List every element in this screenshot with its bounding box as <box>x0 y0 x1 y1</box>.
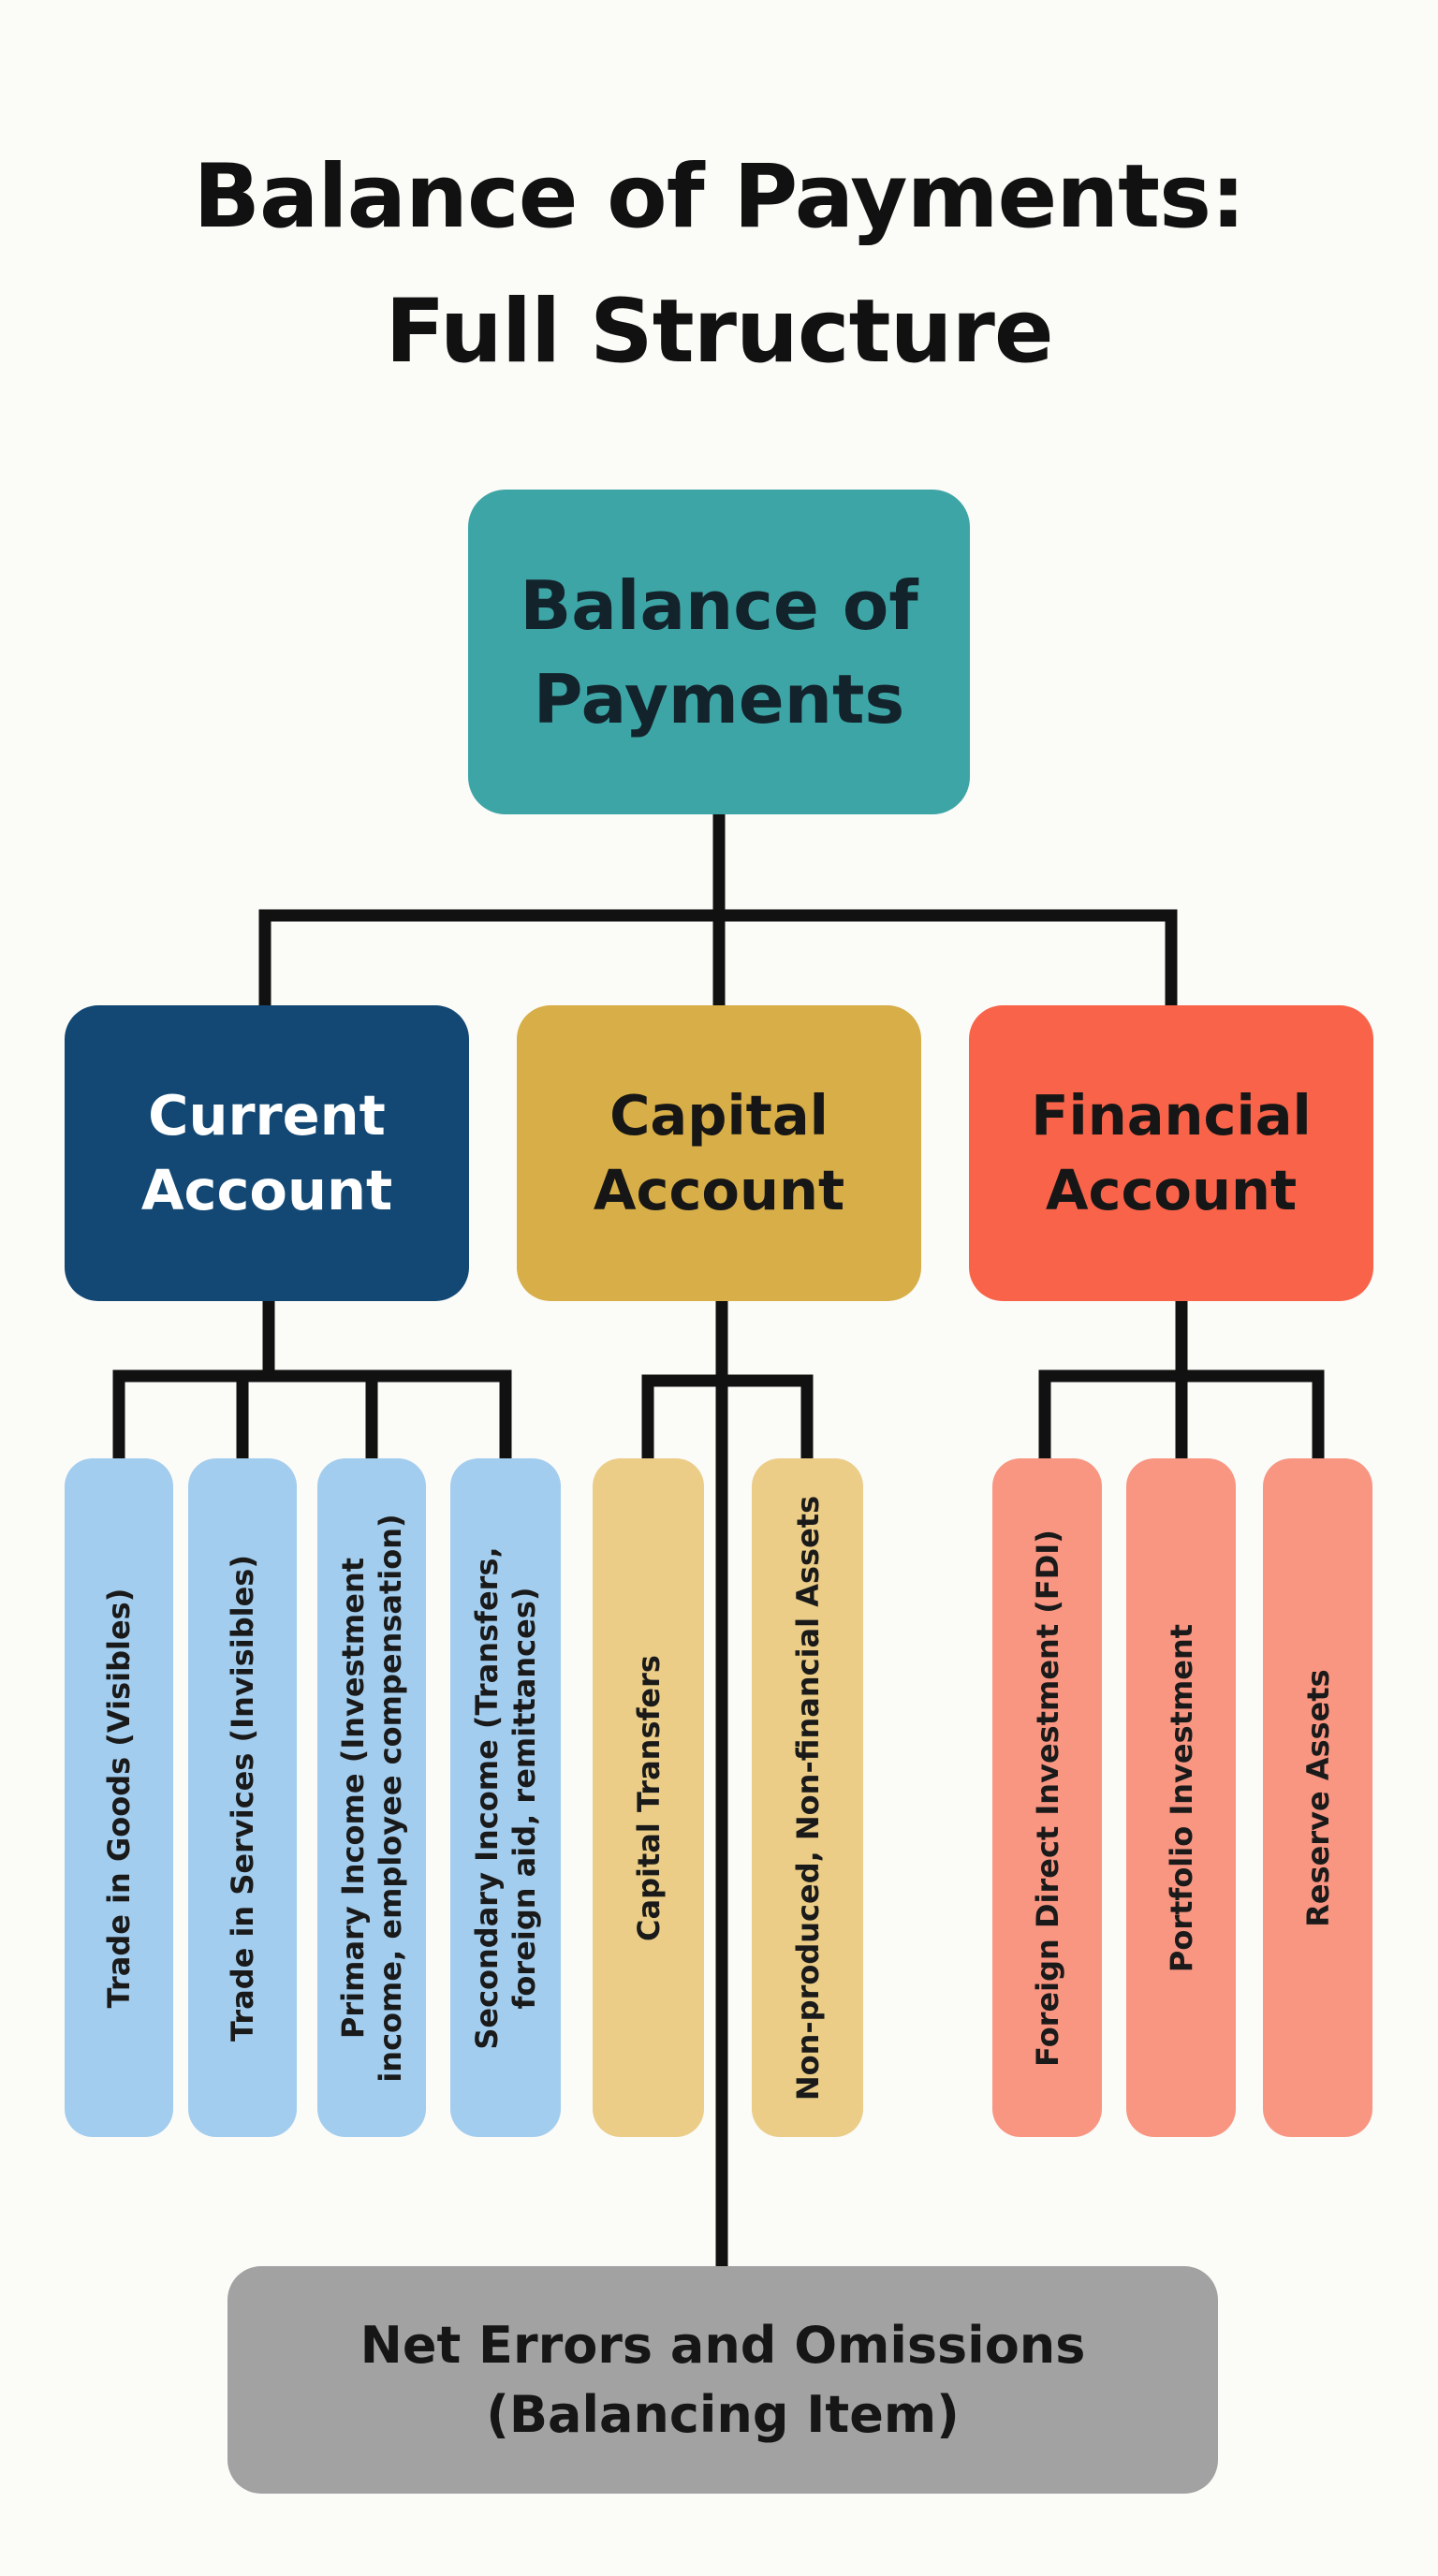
non-produced-assets-node: Non-produced, Non-financial Assets <box>752 1458 863 2137</box>
balancing-item-label-line-1: Net Errors and Omissions <box>360 2315 1086 2375</box>
financial-account-label-line-1: Financial <box>1031 1083 1312 1148</box>
secondary-income-label-line-1: Secondary Income (Transfers, <box>469 1545 505 2050</box>
fdi-label-line-1: Foreign Direct Investment (FDI) <box>1029 1529 1065 2067</box>
financial-account-label-line-2: Account <box>1045 1158 1298 1222</box>
fdi-label: Foreign Direct Investment (FDI) <box>1029 1471 1066 2126</box>
primary-income-label-line-2: income, employee compensation) <box>373 1513 408 2083</box>
financial-account-node: Financial Account <box>969 1005 1373 1301</box>
portfolio-investment-label: Portfolio Investment <box>1163 1471 1200 2126</box>
secondary-income-label-line-2: foreign aid, remittances) <box>506 1586 542 2010</box>
current-account-node: Current Account <box>65 1005 469 1301</box>
diagram-title-line-1: Balance of Payments: <box>193 146 1245 248</box>
diagram-title-line-2: Full Structure <box>385 281 1053 383</box>
trade-in-services-label-line-1: Trade in Services (Invisibles) <box>225 1554 260 2042</box>
fdi-node: Foreign Direct Investment (FDI) <box>992 1458 1102 2137</box>
net-errors-and-omissions-node: Net Errors and Omissions (Balancing Item… <box>227 2266 1218 2494</box>
capital-transfers-label: Capital Transfers <box>630 1471 668 2126</box>
primary-income-label-line-1: Primary Income (Investment <box>335 1557 371 2039</box>
capital-account-label-line-1: Capital <box>609 1083 829 1148</box>
current-account-label-line-1: Current <box>148 1083 386 1148</box>
root-label-line-1: Balance of <box>520 565 918 645</box>
trade-in-goods-node: Trade in Goods (Visibles) <box>65 1458 173 2137</box>
capital-account-node: Capital Account <box>517 1005 921 1301</box>
reserve-assets-label: Reserve Assets <box>1299 1471 1337 2126</box>
reserve-assets-node: Reserve Assets <box>1263 1458 1372 2137</box>
secondary-income-node: Secondary Income (Transfers, foreign aid… <box>450 1458 561 2137</box>
secondary-income-label: Secondary Income (Transfers, foreign aid… <box>468 1471 543 2126</box>
capital-transfers-node: Capital Transfers <box>593 1458 704 2137</box>
primary-income-node: Primary Income (Investment income, emplo… <box>317 1458 426 2137</box>
portfolio-investment-label-line-1: Portfolio Investment <box>1163 1623 1199 1972</box>
root-label-line-2: Payments <box>533 659 905 739</box>
reserve-assets-label-line-1: Reserve Assets <box>1299 1668 1336 1927</box>
trade-in-goods-label-line-1: Trade in Goods (Visibles) <box>101 1588 137 2008</box>
non-produced-assets-label-line-1: Non-produced, Non-financial Assets <box>789 1495 826 2100</box>
capital-account-label-line-2: Account <box>593 1158 845 1222</box>
balance-of-payments-node: Balance of Payments <box>468 490 970 814</box>
capital-transfers-label-line-1: Capital Transfers <box>630 1654 667 1941</box>
primary-income-label: Primary Income (Investment income, emplo… <box>334 1471 409 2126</box>
trade-in-services-label: Trade in Services (Invisibles) <box>224 1471 261 2126</box>
balancing-item-label-line-2: (Balancing Item) <box>486 2384 960 2444</box>
portfolio-investment-node: Portfolio Investment <box>1126 1458 1236 2137</box>
non-produced-assets-label: Non-produced, Non-financial Assets <box>789 1471 827 2126</box>
trade-in-goods-label: Trade in Goods (Visibles) <box>100 1471 138 2126</box>
current-account-label-line-2: Account <box>140 1158 393 1222</box>
trade-in-services-node: Trade in Services (Invisibles) <box>188 1458 297 2137</box>
